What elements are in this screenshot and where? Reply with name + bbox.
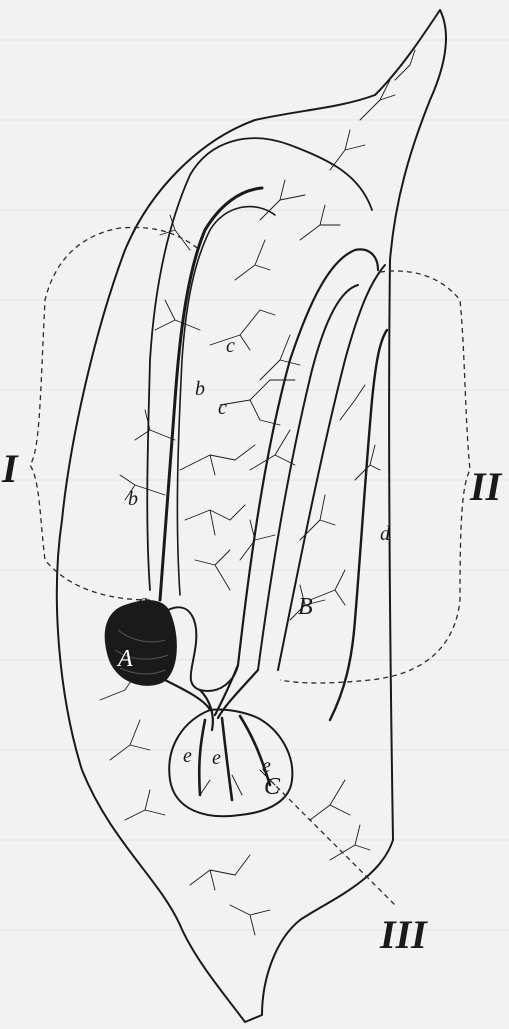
label-e-1: e	[183, 745, 192, 767]
channel-right	[278, 265, 385, 670]
label-C: C	[264, 774, 281, 800]
node-A-mass	[106, 601, 176, 685]
region-II-bracket	[280, 271, 470, 683]
label-region-I: I	[1, 446, 19, 491]
paper-texture	[0, 40, 509, 930]
e-branches	[199, 716, 270, 800]
region-III-leader	[270, 780, 395, 905]
label-b-lower: b	[128, 488, 138, 510]
label-c-lower: c	[218, 397, 227, 419]
label-B: B	[298, 594, 313, 620]
loop-near-A	[168, 607, 238, 691]
label-d: d	[380, 523, 391, 545]
label-e-3: e	[262, 755, 271, 777]
outer-membrane-outline	[57, 10, 446, 1022]
inner-fold-left	[147, 138, 372, 590]
label-region-II: II	[469, 464, 503, 509]
label-A: A	[116, 646, 133, 672]
label-e-2: e	[212, 747, 221, 769]
label-a: a	[138, 591, 148, 613]
trunk-b	[160, 188, 262, 600]
label-b-upper: b	[195, 378, 205, 400]
label-region-III: III	[379, 912, 428, 957]
label-c-upper: c	[226, 335, 235, 357]
